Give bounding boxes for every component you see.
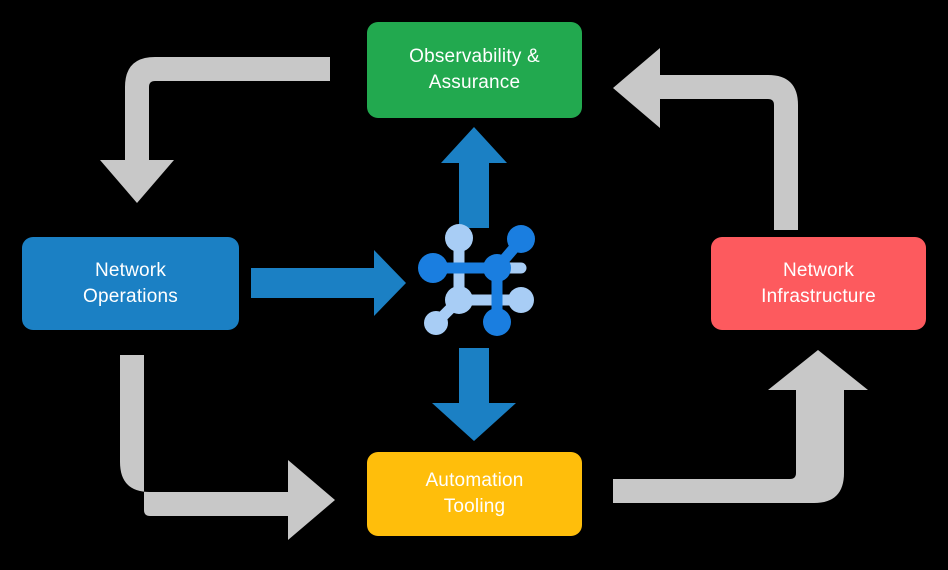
box-network-operations-label-line1: Network xyxy=(94,259,167,281)
box-automation-tooling-label: Automation Tooling xyxy=(425,468,523,519)
box-observability-label-line2: Assurance xyxy=(428,72,521,93)
box-automation-tooling[interactable]: Automation Tooling xyxy=(367,452,582,536)
box-automation-tooling-label-line1: Automation xyxy=(425,470,524,492)
box-observability-label-line1: Observability & xyxy=(409,46,540,68)
box-network-operations-label-line2: Operations xyxy=(83,285,178,307)
arrow-observability-to-operations xyxy=(100,57,330,203)
box-network-infrastructure[interactable]: Network Infrastructure xyxy=(711,237,926,330)
box-observability-label: Observability & Assurance xyxy=(409,44,540,95)
arrow-operations-to-center xyxy=(251,250,406,316)
arrow-infrastructure-to-observability xyxy=(613,48,798,230)
arrow-automation-to-infrastructure xyxy=(613,350,868,503)
box-network-infrastructure-label-line2: Infrastructure xyxy=(761,285,876,307)
arrow-center-to-observability xyxy=(441,127,507,228)
network-topology-icon xyxy=(418,224,535,336)
box-network-infrastructure-label-line1: Network xyxy=(782,259,855,281)
box-automation-tooling-label-line2: Tooling xyxy=(443,496,506,517)
arrow-operations-to-automation xyxy=(120,355,335,540)
box-network-operations-label: Network Operations xyxy=(83,258,178,309)
arrow-center-to-automation xyxy=(432,348,516,441)
box-observability[interactable]: Observability & Assurance xyxy=(367,22,582,118)
box-network-operations[interactable]: Network Operations xyxy=(22,237,239,330)
box-network-infrastructure-label: Network Infrastructure xyxy=(761,258,876,309)
